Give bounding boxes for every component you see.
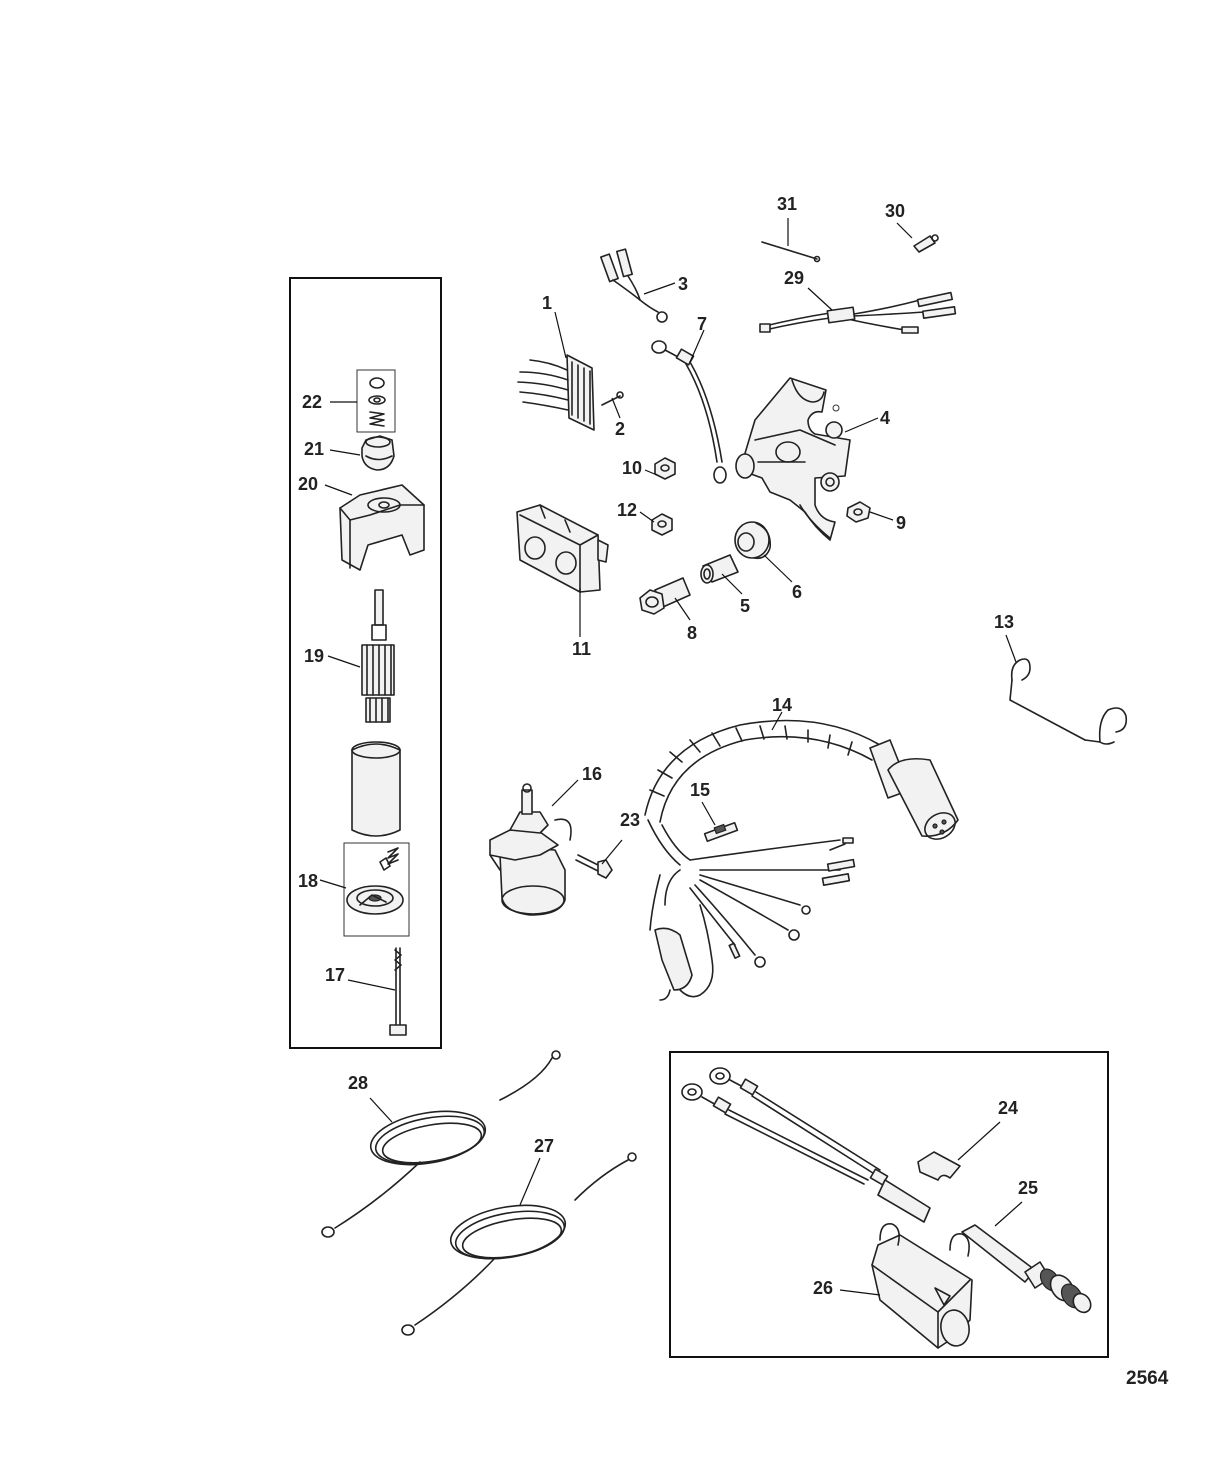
part-9-nut	[846, 501, 871, 523]
callout-14: 14	[772, 695, 792, 715]
part-14-harness	[644, 719, 959, 1001]
battery-cable-kit-group-box	[669, 1051, 1109, 1358]
callout-4: 4	[880, 408, 890, 428]
part-18-brush-plate	[346, 847, 404, 915]
callout-26: 26	[813, 1278, 833, 1298]
part-12-nut	[651, 513, 673, 536]
part-29-harness	[759, 291, 957, 334]
callout-11: 11	[572, 639, 591, 659]
callout-12: 12	[617, 500, 637, 520]
leader-lines	[319, 218, 1023, 1296]
callout-24: 24	[998, 1098, 1018, 1118]
part-7-strap	[651, 340, 727, 484]
callout-17: 17	[325, 965, 345, 985]
battery-cable-kit-wires	[681, 1067, 931, 1223]
callout-29: 29	[784, 268, 804, 288]
part-24-plate	[917, 1151, 961, 1181]
part-10-nut	[654, 457, 676, 480]
callout-13: 13	[994, 612, 1014, 632]
part-27-cable	[401, 1152, 637, 1336]
callout-15: 15	[690, 780, 710, 800]
callout-5: 5	[740, 596, 750, 616]
callout-16: 16	[582, 764, 602, 784]
part-23-bolt	[575, 854, 613, 879]
starter-motor-group-box	[289, 277, 442, 1049]
callout-9: 9	[896, 513, 906, 533]
part-21-drive	[361, 435, 395, 471]
callout-19: 19	[304, 646, 324, 666]
callout-6: 6	[792, 582, 802, 602]
part-22-inset-box	[356, 369, 396, 433]
callout-8: 8	[687, 623, 697, 643]
callout-21: 21	[304, 439, 324, 459]
part-28-cable	[321, 1050, 561, 1238]
starter-frame-tube	[351, 741, 401, 837]
part-31-pin	[761, 241, 821, 263]
callout-28: 28	[348, 1073, 368, 1093]
callout-22: 22	[302, 392, 322, 412]
callout-25: 25	[1018, 1178, 1038, 1198]
part-18-inset-box	[343, 842, 410, 937]
callout-27: 27	[534, 1136, 554, 1156]
callout-10: 10	[622, 458, 642, 478]
part-5-bushing	[700, 554, 739, 584]
part-6-grommet	[734, 521, 772, 560]
callout-20: 20	[298, 474, 318, 494]
part-3-lead	[599, 248, 668, 323]
part-2-screw	[601, 391, 624, 406]
callout-30: 30	[885, 201, 905, 221]
callout-23: 23	[620, 810, 640, 830]
callout-1: 1	[542, 293, 552, 313]
callout-2: 2	[615, 419, 625, 439]
part-11-block	[516, 504, 609, 593]
callout-31: 31	[777, 194, 797, 214]
callout-labels: 1 2 3 4 5 6 7 8 9 10 11 12 13 14 15 16 1…	[298, 194, 1038, 1298]
part-16-starter-assembled	[489, 783, 572, 916]
callout-18: 18	[298, 871, 318, 891]
callout-3: 3	[678, 274, 688, 294]
part-25-harness	[961, 1224, 1092, 1314]
part-20-end-cap	[339, 484, 425, 571]
part-1-rectifier	[517, 354, 595, 431]
part-22-brush-kit	[368, 377, 386, 427]
part-13-clip	[1009, 658, 1128, 745]
part-19-armature	[361, 589, 395, 723]
part-26-holder	[871, 1223, 973, 1349]
part-8-bolt	[639, 577, 691, 615]
figure-number: 2564	[1126, 1368, 1169, 1389]
part-30-terminal	[913, 234, 939, 253]
part-15-fuse	[703, 821, 739, 843]
callout-7: 7	[697, 314, 707, 334]
part-4-bracket-assembly	[735, 377, 851, 541]
part-17-through-bolt	[389, 947, 407, 1036]
